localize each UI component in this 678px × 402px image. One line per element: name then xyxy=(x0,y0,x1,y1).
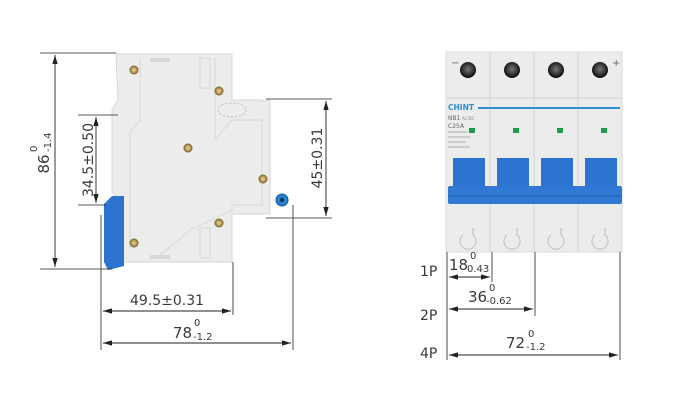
terminal-screw-icon xyxy=(504,62,520,78)
height-dim-lower: -1.4 xyxy=(43,132,54,152)
front-view: − + CHINT NB1 AC/DC C25A xyxy=(420,51,623,362)
height-dim-upper: 0 xyxy=(29,146,40,152)
depth-total-lower: -1.2 xyxy=(193,332,213,343)
screw-icon xyxy=(183,143,193,153)
status-indicator xyxy=(469,128,475,133)
row-1p-label: 1P xyxy=(420,264,437,280)
row-4p-upper: 0 xyxy=(528,329,534,340)
model-suffix: AC/DC xyxy=(462,116,475,121)
model-label: NB1 xyxy=(448,115,461,122)
status-indicator xyxy=(557,128,563,133)
screw-icon xyxy=(214,86,224,96)
screw-icon xyxy=(214,218,224,228)
svg-text:86: 86 xyxy=(35,154,53,173)
screw-icon xyxy=(258,174,268,184)
toggle-handle xyxy=(104,196,124,270)
screw-icon xyxy=(129,238,139,248)
row-1p-upper: 0 xyxy=(470,251,476,262)
terminal-screw-icon xyxy=(592,62,608,78)
terminal-plus: + xyxy=(612,58,620,69)
rail-dim-label: 34.5±0.50 xyxy=(81,123,97,197)
row-1p-lower: 0.43 xyxy=(467,264,489,275)
row-2p-label: 2P xyxy=(420,308,437,324)
terminal-minus: − xyxy=(451,58,459,69)
rating-label: C25A xyxy=(448,123,465,130)
depth-total-main: 78 xyxy=(173,324,192,342)
toggle-handles xyxy=(448,158,622,204)
row-4p-main: 72 xyxy=(506,334,525,352)
brand-logo: CHINT xyxy=(448,103,475,112)
row-1p-main: 18 xyxy=(449,256,468,274)
front-dim-label: 45±0.31 xyxy=(310,128,326,189)
depth-front-label: 49.5±0.31 xyxy=(130,293,204,309)
terminal-screw-icon xyxy=(548,62,564,78)
screw-icon xyxy=(129,65,139,75)
row-4p-label: 4P xyxy=(420,346,437,362)
depth-total-upper: 0 xyxy=(194,318,200,329)
row-2p-main: 36 xyxy=(468,288,487,306)
row-4p-lower: -1.2 xyxy=(526,342,546,353)
side-view: 86 0 -1.4 34.5±0.50 45±0.31 49.5±0.31 78… xyxy=(29,52,332,350)
status-indicator xyxy=(513,128,519,133)
height-dim-main: 86 xyxy=(35,154,53,173)
row-2p-lower: -0.62 xyxy=(486,296,512,307)
row-2p-upper: 0 xyxy=(489,283,495,294)
side-body xyxy=(111,53,271,263)
terminal-screw-icon xyxy=(460,62,476,78)
status-indicator xyxy=(601,128,607,133)
